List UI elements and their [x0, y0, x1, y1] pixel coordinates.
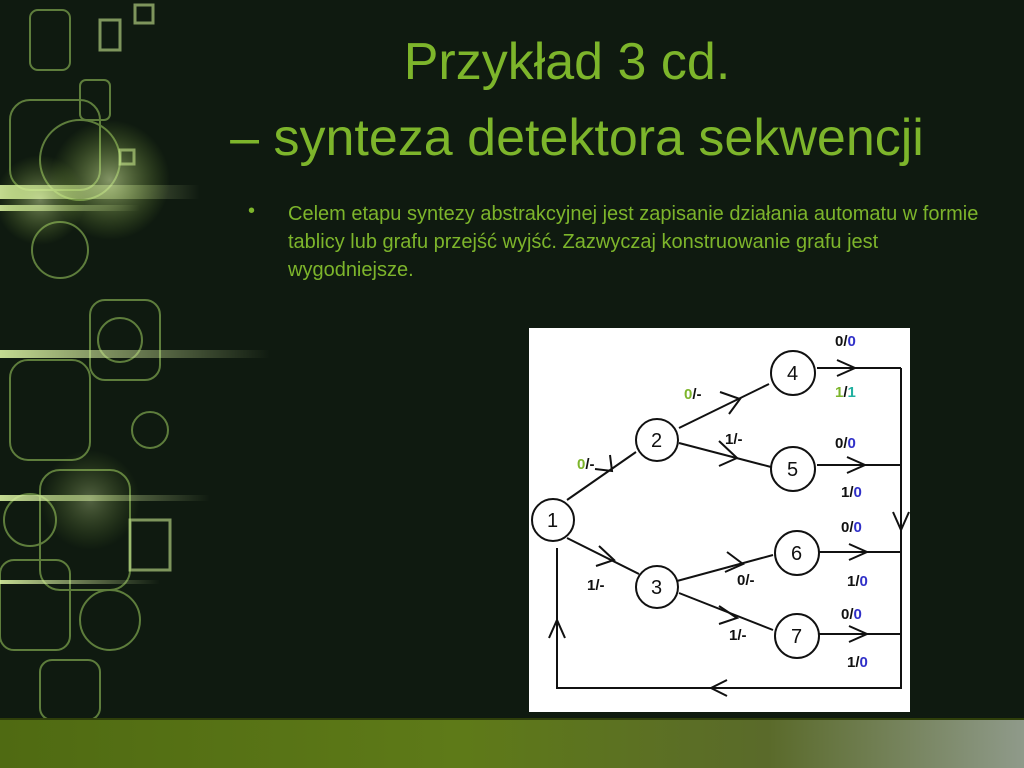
node-label-5: 5: [787, 459, 798, 481]
edge-1-2: [566, 451, 637, 501]
out-label-5-0: 0/0: [835, 435, 856, 452]
state-graph-svg: 1 2 3 4 5 6 7 0/- 1/- 0/- 1/- 0/- 1/- 0/: [531, 333, 910, 697]
out-label-6-0: 0/0: [841, 519, 862, 536]
node-label-6: 6: [791, 543, 802, 565]
state-node-5: [770, 446, 816, 492]
edge-1-3: [566, 537, 640, 575]
slide-title-line1: Przykład 3 cd.: [403, 33, 731, 91]
state-graph-diagram: 1 2 3 4 5 6 7 0/- 1/- 0/- 1/- 0/- 1/- 0/: [529, 328, 910, 712]
slide-title-line2: – synteza detektora sekwencji: [230, 109, 924, 167]
decorative-background: [0, 3, 270, 721]
edge-2-5: [678, 442, 772, 468]
state-node-2: [635, 418, 679, 462]
node-label-2: 2: [651, 430, 662, 452]
state-node-6: [774, 530, 820, 576]
state-node-1: [531, 498, 575, 542]
edge-label-3-6: 0/-: [737, 572, 755, 589]
bullet-marker: •: [248, 200, 256, 222]
out-label-4-1: 1/1: [835, 384, 856, 401]
edge-label-2-5: 1/-: [725, 431, 743, 448]
out-label-7-1: 1/0: [847, 654, 868, 671]
state-node-3: [635, 565, 679, 609]
state-node-4: [770, 350, 816, 396]
arrowhead-down: [892, 511, 910, 533]
edge-label-3-7: 1/-: [729, 627, 747, 644]
out-label-7-0: 0/0: [841, 606, 862, 623]
edge-label-1-2: 0/-: [577, 456, 595, 473]
edge-label-2-4: 0/-: [684, 386, 702, 403]
out-label-5-1: 1/0: [841, 484, 862, 501]
arrowhead-up: [548, 617, 566, 639]
edge-3-6: [676, 554, 774, 582]
node-label-3: 3: [651, 577, 662, 599]
bullet-text: Celem etapu syntezy abstrakcyjnej jest z…: [288, 203, 979, 281]
node-label-1: 1: [547, 510, 558, 532]
node-label-4: 4: [787, 363, 798, 385]
state-node-7: [774, 613, 820, 659]
out-label-4-0: 0/0: [835, 333, 856, 350]
edge-label-1-3: 1/-: [587, 577, 605, 594]
arrowhead-left: [708, 679, 728, 697]
out-label-6-1: 1/0: [847, 573, 868, 590]
footer-divider: [0, 718, 1024, 720]
node-label-7: 7: [791, 626, 802, 648]
footer-bar: [0, 720, 1024, 768]
edge-2-4: [678, 383, 770, 429]
